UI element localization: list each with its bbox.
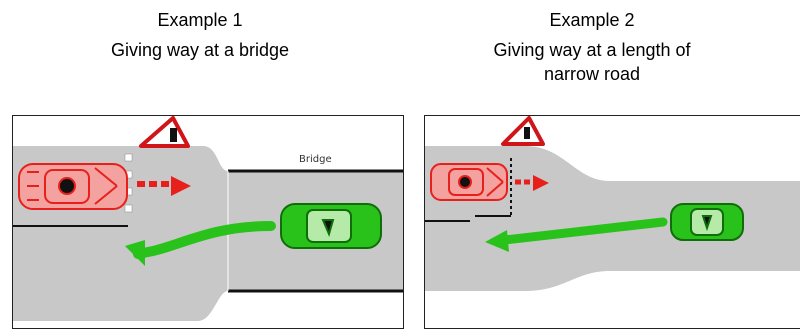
priority-sign-icon	[141, 118, 188, 146]
red-car-icon	[431, 164, 507, 200]
example-2-title-line-2: narrow road	[392, 62, 792, 86]
example-1-title: Giving way at a bridge	[0, 38, 400, 62]
red-car-icon	[19, 164, 127, 209]
priority-sign-icon	[503, 118, 543, 144]
bridge-sign-label: Bridge	[299, 154, 332, 165]
example-2-title-line-1: Giving way at a length of	[392, 38, 792, 62]
narrow-road-diagram	[424, 115, 800, 329]
example-2-number: Example 2	[392, 8, 792, 32]
green-car-icon	[281, 204, 381, 248]
example-1-caption: Example 1 Giving way at a bridge	[0, 8, 400, 62]
example-1-number: Example 1	[0, 8, 400, 32]
bridge-diagram: Bridge	[12, 115, 404, 329]
example-2-caption: Example 2 Giving way at a length of narr…	[392, 8, 792, 86]
green-car-icon	[671, 204, 743, 240]
